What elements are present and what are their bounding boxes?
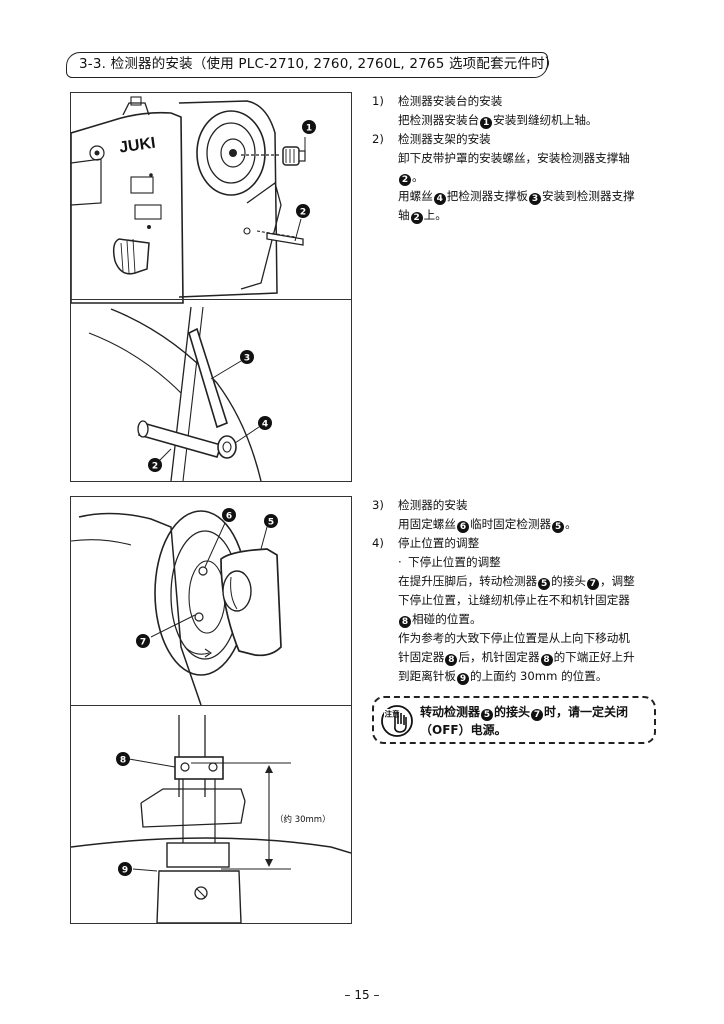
figure-detector-bracket: JUKI 1 2 <box>70 92 352 482</box>
part-number-badge: 7 <box>531 709 544 721</box>
part-number-badge: 1 <box>480 117 493 129</box>
text: 把检测器支撑板 <box>446 189 528 203</box>
dimension-label: （约 30mm） <box>275 814 331 825</box>
part-number-badge: 5 <box>552 521 565 533</box>
text: 后，机针固定器 <box>458 650 540 664</box>
text: 卸下皮带护罩的安装螺丝，安装检测器支撑轴 <box>398 151 630 165</box>
text: 针固定器 <box>398 650 445 664</box>
part-number-badge: 3 <box>528 193 541 205</box>
svg-text:9: 9 <box>122 866 128 876</box>
svg-text:8: 8 <box>120 756 126 766</box>
callout-2: 2 <box>296 204 310 218</box>
text: 安装到缝纫机上轴。 <box>493 113 598 127</box>
text: 用螺丝 <box>398 189 433 203</box>
svg-text:7: 7 <box>140 638 146 648</box>
svg-text:6: 6 <box>226 512 232 522</box>
text: 下停止位置，让缝纫机停止在不和机针固定器 <box>398 593 630 607</box>
callout-7: 7 <box>136 634 150 648</box>
text: 的接头 <box>494 705 531 719</box>
text: 相碰的位置。 <box>412 612 482 626</box>
text: 轴 <box>398 208 410 222</box>
part-number-badge: 6 <box>456 521 469 533</box>
callout-3: 3 <box>240 350 254 364</box>
callout-9: 9 <box>118 862 132 876</box>
step-number: 4) <box>372 536 384 550</box>
part-number-badge: 5 <box>481 709 494 721</box>
step-number: 2) <box>372 132 384 146</box>
part-number-badge: 8 <box>540 654 553 666</box>
caution-icon-label: 注意 <box>385 709 400 719</box>
text: 把检测器安装台 <box>398 113 480 127</box>
callout-4: 4 <box>258 416 272 430</box>
figure-divider <box>71 299 351 300</box>
text: 时，请一定关闭 <box>544 705 629 719</box>
step-title: 检测器安装台的安装 <box>398 94 503 108</box>
text: 的上面约 30mm 的位置。 <box>469 669 608 683</box>
svg-text:2: 2 <box>152 462 158 472</box>
step-number: 3) <box>372 498 384 512</box>
text: 上。 <box>423 208 447 222</box>
callout-6: 6 <box>222 508 236 522</box>
text: 作为参考的大致下停止位置是从上向下移动机 <box>398 631 630 645</box>
text: 。 <box>412 170 424 184</box>
callout-1: 1 <box>302 120 316 134</box>
step-4-subtitle: · 下停止位置的调整 <box>372 553 672 572</box>
step-3: 3) 检测器的安装 <box>372 496 672 515</box>
figure-bottom-drawing: 6 5 7 （约 <box>71 508 351 923</box>
text: 在提升压脚后，转动检测器 <box>398 574 538 588</box>
figure-detector-adjust: 6 5 7 （约 <box>70 496 352 924</box>
text: 的下端正好上升 <box>553 650 635 664</box>
step-1: 1) 检测器安装台的安装 <box>372 92 672 111</box>
text: 的接头 <box>551 574 586 588</box>
brand-logo: JUKI <box>118 135 156 157</box>
svg-text:3: 3 <box>244 354 250 364</box>
page-number: – 15 – <box>344 988 380 1002</box>
part-number-badge: 8 <box>445 654 458 666</box>
callout-2-lower: 2 <box>148 458 162 472</box>
step-4: 4) 停止位置的调整 <box>372 534 672 553</box>
step-number: 1) <box>372 94 384 108</box>
text: 。 <box>565 517 577 531</box>
text: （OFF）电源。 <box>420 723 507 737</box>
step-title: 检测器支架的安装 <box>398 132 491 146</box>
figure-top-drawing: JUKI 1 2 <box>71 96 316 481</box>
bullet: · <box>398 555 402 569</box>
callout-5: 5 <box>264 514 278 528</box>
step-2: 2) 检测器支架的安装 <box>372 130 672 149</box>
svg-text:2: 2 <box>300 208 306 218</box>
part-number-badge: 4 <box>433 193 446 205</box>
part-number-badge: 9 <box>456 673 469 685</box>
text: 用固定螺丝 <box>398 517 456 531</box>
text: 安装到检测器支撑 <box>541 189 635 203</box>
part-number-badge: 2 <box>399 174 411 186</box>
part-number-badge: 5 <box>538 578 551 590</box>
callout-8: 8 <box>116 752 130 766</box>
caution-hand-icon: 注意 <box>381 705 413 737</box>
section-title: 3-3. 检测器的安装（使用 PLC-2710, 2760, 2760L, 27… <box>66 52 558 78</box>
svg-text:5: 5 <box>268 518 274 528</box>
step-title: 检测器的安装 <box>398 498 468 512</box>
text: 到距离针板 <box>398 669 456 683</box>
part-number-badge: 7 <box>586 578 599 590</box>
svg-text:1: 1 <box>306 124 312 134</box>
text: 临时固定检测器 <box>469 517 552 531</box>
svg-text:4: 4 <box>262 420 268 430</box>
text: ，调整 <box>599 574 635 588</box>
text: 转动检测器 <box>420 705 481 719</box>
figure-divider <box>71 705 351 706</box>
part-number-badge: 8 <box>399 616 411 628</box>
sub-title: 下停止位置的调整 <box>408 555 501 569</box>
part-number-badge: 2 <box>410 212 423 224</box>
step-title: 停止位置的调整 <box>398 536 480 550</box>
